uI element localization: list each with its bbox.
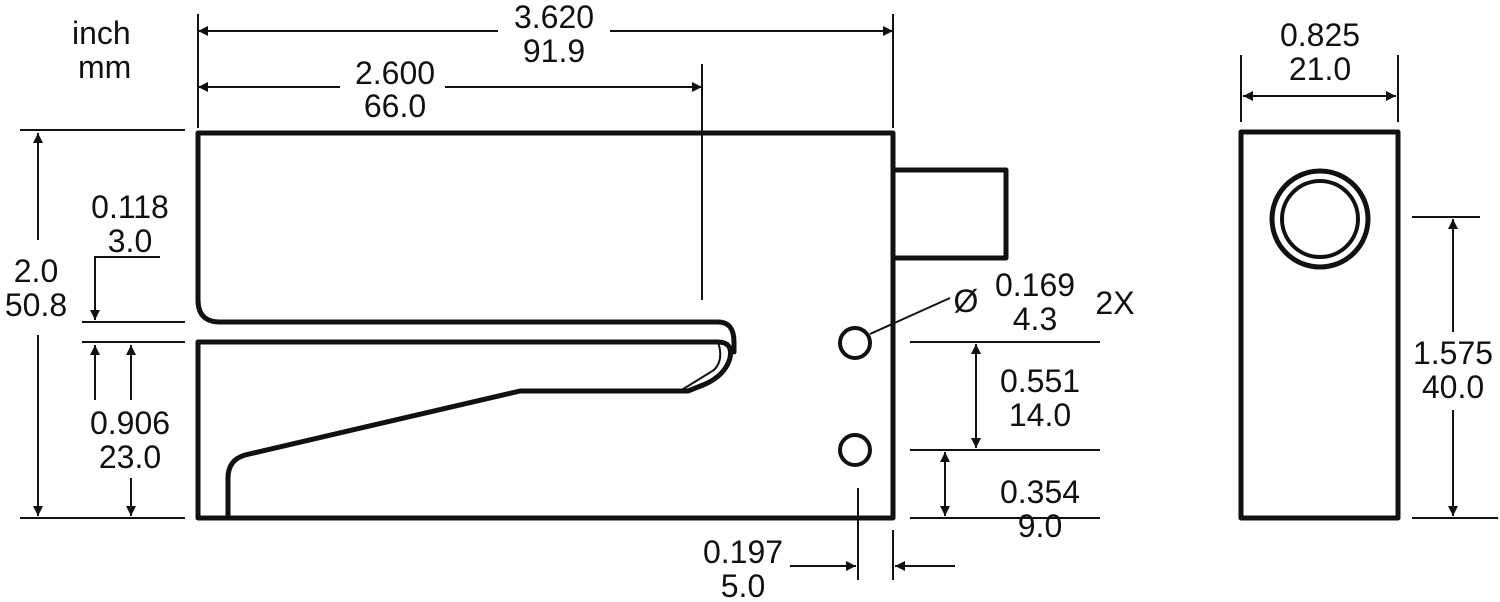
label-side-width-inch: 0.825 <box>1280 17 1360 53</box>
label-hole-offset-edge-mm: 5.0 <box>721 568 765 602</box>
mounting-hole-lower <box>838 433 872 467</box>
label-overall-length-mm: 91.9 <box>523 33 585 69</box>
label-side-height-mm: 40.0 <box>1422 369 1484 405</box>
emitter-lens-outer <box>1269 168 1371 270</box>
front-view <box>195 130 1009 521</box>
emitter-lens-inner <box>1280 179 1360 259</box>
dimension-lines <box>33 26 981 571</box>
unit-inch-label: inch <box>72 15 131 51</box>
label-hole-offset-bottom-inch: 0.354 <box>1000 474 1080 510</box>
side-extension-lines <box>1240 55 1498 519</box>
side-view <box>1238 129 1401 521</box>
label-height-mm: 50.8 <box>5 287 67 323</box>
connector-stub <box>890 167 1009 261</box>
label-hole-offset-bottom-mm: 9.0 <box>1018 508 1062 544</box>
label-overall-length-inch: 3.620 <box>514 0 594 35</box>
label-slot-width-inch: 0.118 <box>91 189 169 225</box>
label-slot-depth-inch: 2.600 <box>355 55 435 91</box>
mounting-hole-upper <box>838 326 872 360</box>
label-hole-qty: 2X <box>1095 285 1134 321</box>
label-hole-offset-edge-inch: 0.197 <box>703 534 783 570</box>
label-lower-leg-mm: 23.0 <box>99 439 161 475</box>
label-side-width-mm: 21.0 <box>1289 51 1351 87</box>
sensor-body-outline <box>195 130 896 521</box>
extension-lines <box>20 14 1100 580</box>
label-hole-spacing-mm: 14.0 <box>1009 397 1071 433</box>
label-hole-diameter-mm: 4.3 <box>1013 301 1057 337</box>
unit-mm-label: mm <box>78 49 131 85</box>
label-hole-diameter-symbol: Ø <box>954 283 979 319</box>
dim-slot-width <box>90 256 160 320</box>
label-lower-leg-inch: 0.906 <box>90 405 170 441</box>
label-hole-spacing-inch: 0.551 <box>1000 363 1080 399</box>
label-slot-width-mm: 3.0 <box>108 223 152 259</box>
label-slot-depth-mm: 66.0 <box>364 88 426 124</box>
label-hole-diameter-inch: 0.169 <box>995 267 1075 303</box>
label-side-height-inch: 1.575 <box>1413 335 1493 371</box>
slot-inner-edge <box>679 341 722 392</box>
side-body-outline <box>1238 129 1401 521</box>
label-height-inch: 2.0 <box>14 253 58 289</box>
